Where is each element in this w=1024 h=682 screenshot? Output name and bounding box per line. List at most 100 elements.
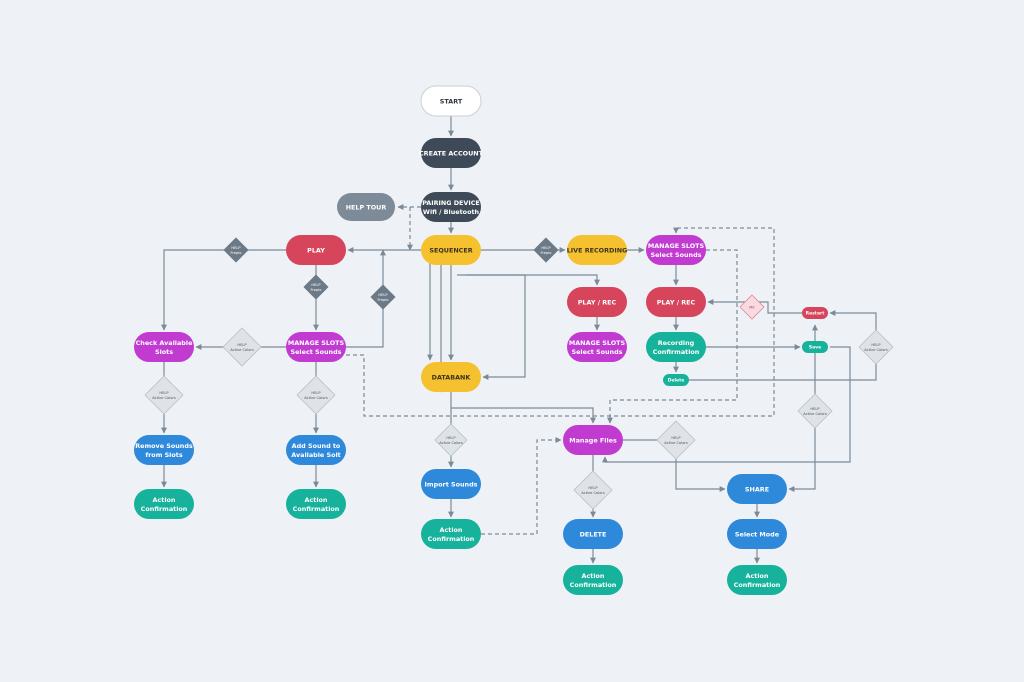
node-label: Confirmation [428, 535, 475, 543]
node-start: START [420, 85, 482, 117]
diamond-label: HELP [311, 391, 321, 395]
node-shape [421, 192, 481, 222]
diamond-label: HELP [446, 436, 456, 440]
node-shape [421, 138, 481, 168]
diamond-shape [858, 329, 894, 365]
node-label: Select Sounds [290, 348, 341, 356]
diamond-label: Active Colors [864, 348, 888, 352]
node-label: Wifi / Bluetooth [423, 208, 480, 216]
node-share: SHARE [727, 474, 787, 504]
connector-34 [451, 407, 596, 424]
node-shape [646, 287, 706, 317]
diamond-label: Freplo [231, 251, 242, 255]
node-shape [567, 287, 627, 317]
diamond-label: HELP [810, 407, 820, 411]
node-shape [286, 435, 346, 465]
node-label: Manage Files [569, 436, 617, 444]
node-select-mode: Select Mode [727, 519, 787, 549]
connector-35 [346, 227, 775, 417]
node-label: Confirmation [570, 581, 617, 589]
node-shape [421, 235, 481, 265]
node-shape [337, 193, 395, 221]
diamond-label: Active Colors [664, 441, 688, 445]
diamond-label: Active Colors [230, 348, 254, 352]
node-label: Remove Sounds [135, 442, 193, 450]
node-label: Add Sound to [292, 442, 341, 450]
diamond-label: Freplo [378, 298, 389, 302]
diamond-shape [144, 375, 184, 415]
node-shape [802, 307, 828, 319]
diamond-label: HELP [671, 436, 681, 440]
node-shape [567, 235, 627, 265]
node-shape [646, 332, 706, 362]
node-label: CREATE ACCOUNT [419, 149, 484, 157]
node-delete: DELETE [563, 519, 623, 549]
connector-36 [607, 249, 738, 424]
node-label: DELETE [580, 530, 607, 538]
node-label: Save [809, 345, 821, 351]
node-label: Import Sounds [425, 480, 478, 488]
diamond-label: Freplo [311, 288, 322, 292]
node-live-recording: LIVE RECORDING [567, 235, 627, 265]
node-shape [727, 565, 787, 595]
node-shape [134, 489, 194, 519]
node-label: Slots [155, 348, 173, 356]
node-shape [421, 362, 481, 392]
diamond-label: HELP [159, 391, 169, 395]
connector-16 [466, 274, 600, 286]
node-shape [134, 435, 194, 465]
node-play-rec-right: PLAY / REC [646, 287, 706, 317]
node-shape [421, 519, 481, 549]
node-shape [663, 374, 689, 386]
diamond-shape [222, 327, 262, 367]
node-shape [563, 519, 623, 549]
node-label: Select Mode [735, 530, 780, 538]
node-shape [802, 341, 828, 353]
node-shape [727, 519, 787, 549]
node-label: Recording [658, 339, 695, 347]
node-manage-files: Manage Files [563, 425, 623, 455]
node-shape [421, 469, 481, 499]
node-shape [286, 489, 346, 519]
diamond-label: Active Colors [304, 396, 328, 400]
diamond-label: HELP [871, 343, 881, 347]
diamond-shape [797, 393, 833, 429]
node-play: PLAY [286, 235, 346, 265]
node-label: PLAY / REC [657, 298, 696, 306]
connector-6 [161, 249, 286, 331]
connector-8 [346, 249, 386, 348]
node-label: Restart [806, 311, 826, 317]
node-shape [286, 332, 346, 362]
node-label: START [440, 97, 463, 105]
node-shape [567, 332, 627, 362]
diamond-label: HELP [541, 246, 551, 250]
node-label: SHARE [745, 485, 769, 493]
node-label: Check Available [136, 339, 193, 347]
diamond-shape [573, 470, 613, 510]
diamond-label: HELP [588, 486, 598, 490]
node-label: MANAGE SLOTS [648, 242, 705, 250]
connector-25 [602, 346, 851, 463]
diamond-shape [303, 274, 329, 300]
node-shape [134, 332, 194, 362]
node-label: Action [305, 496, 328, 504]
node-label: Action [746, 572, 769, 580]
node-label: MANAGE SLOTS [569, 339, 626, 347]
node-label: PLAY / REC [578, 298, 617, 306]
node-label: HELP TOUR [346, 203, 387, 211]
connector-33 [481, 437, 562, 535]
diamond-shape [434, 423, 468, 457]
